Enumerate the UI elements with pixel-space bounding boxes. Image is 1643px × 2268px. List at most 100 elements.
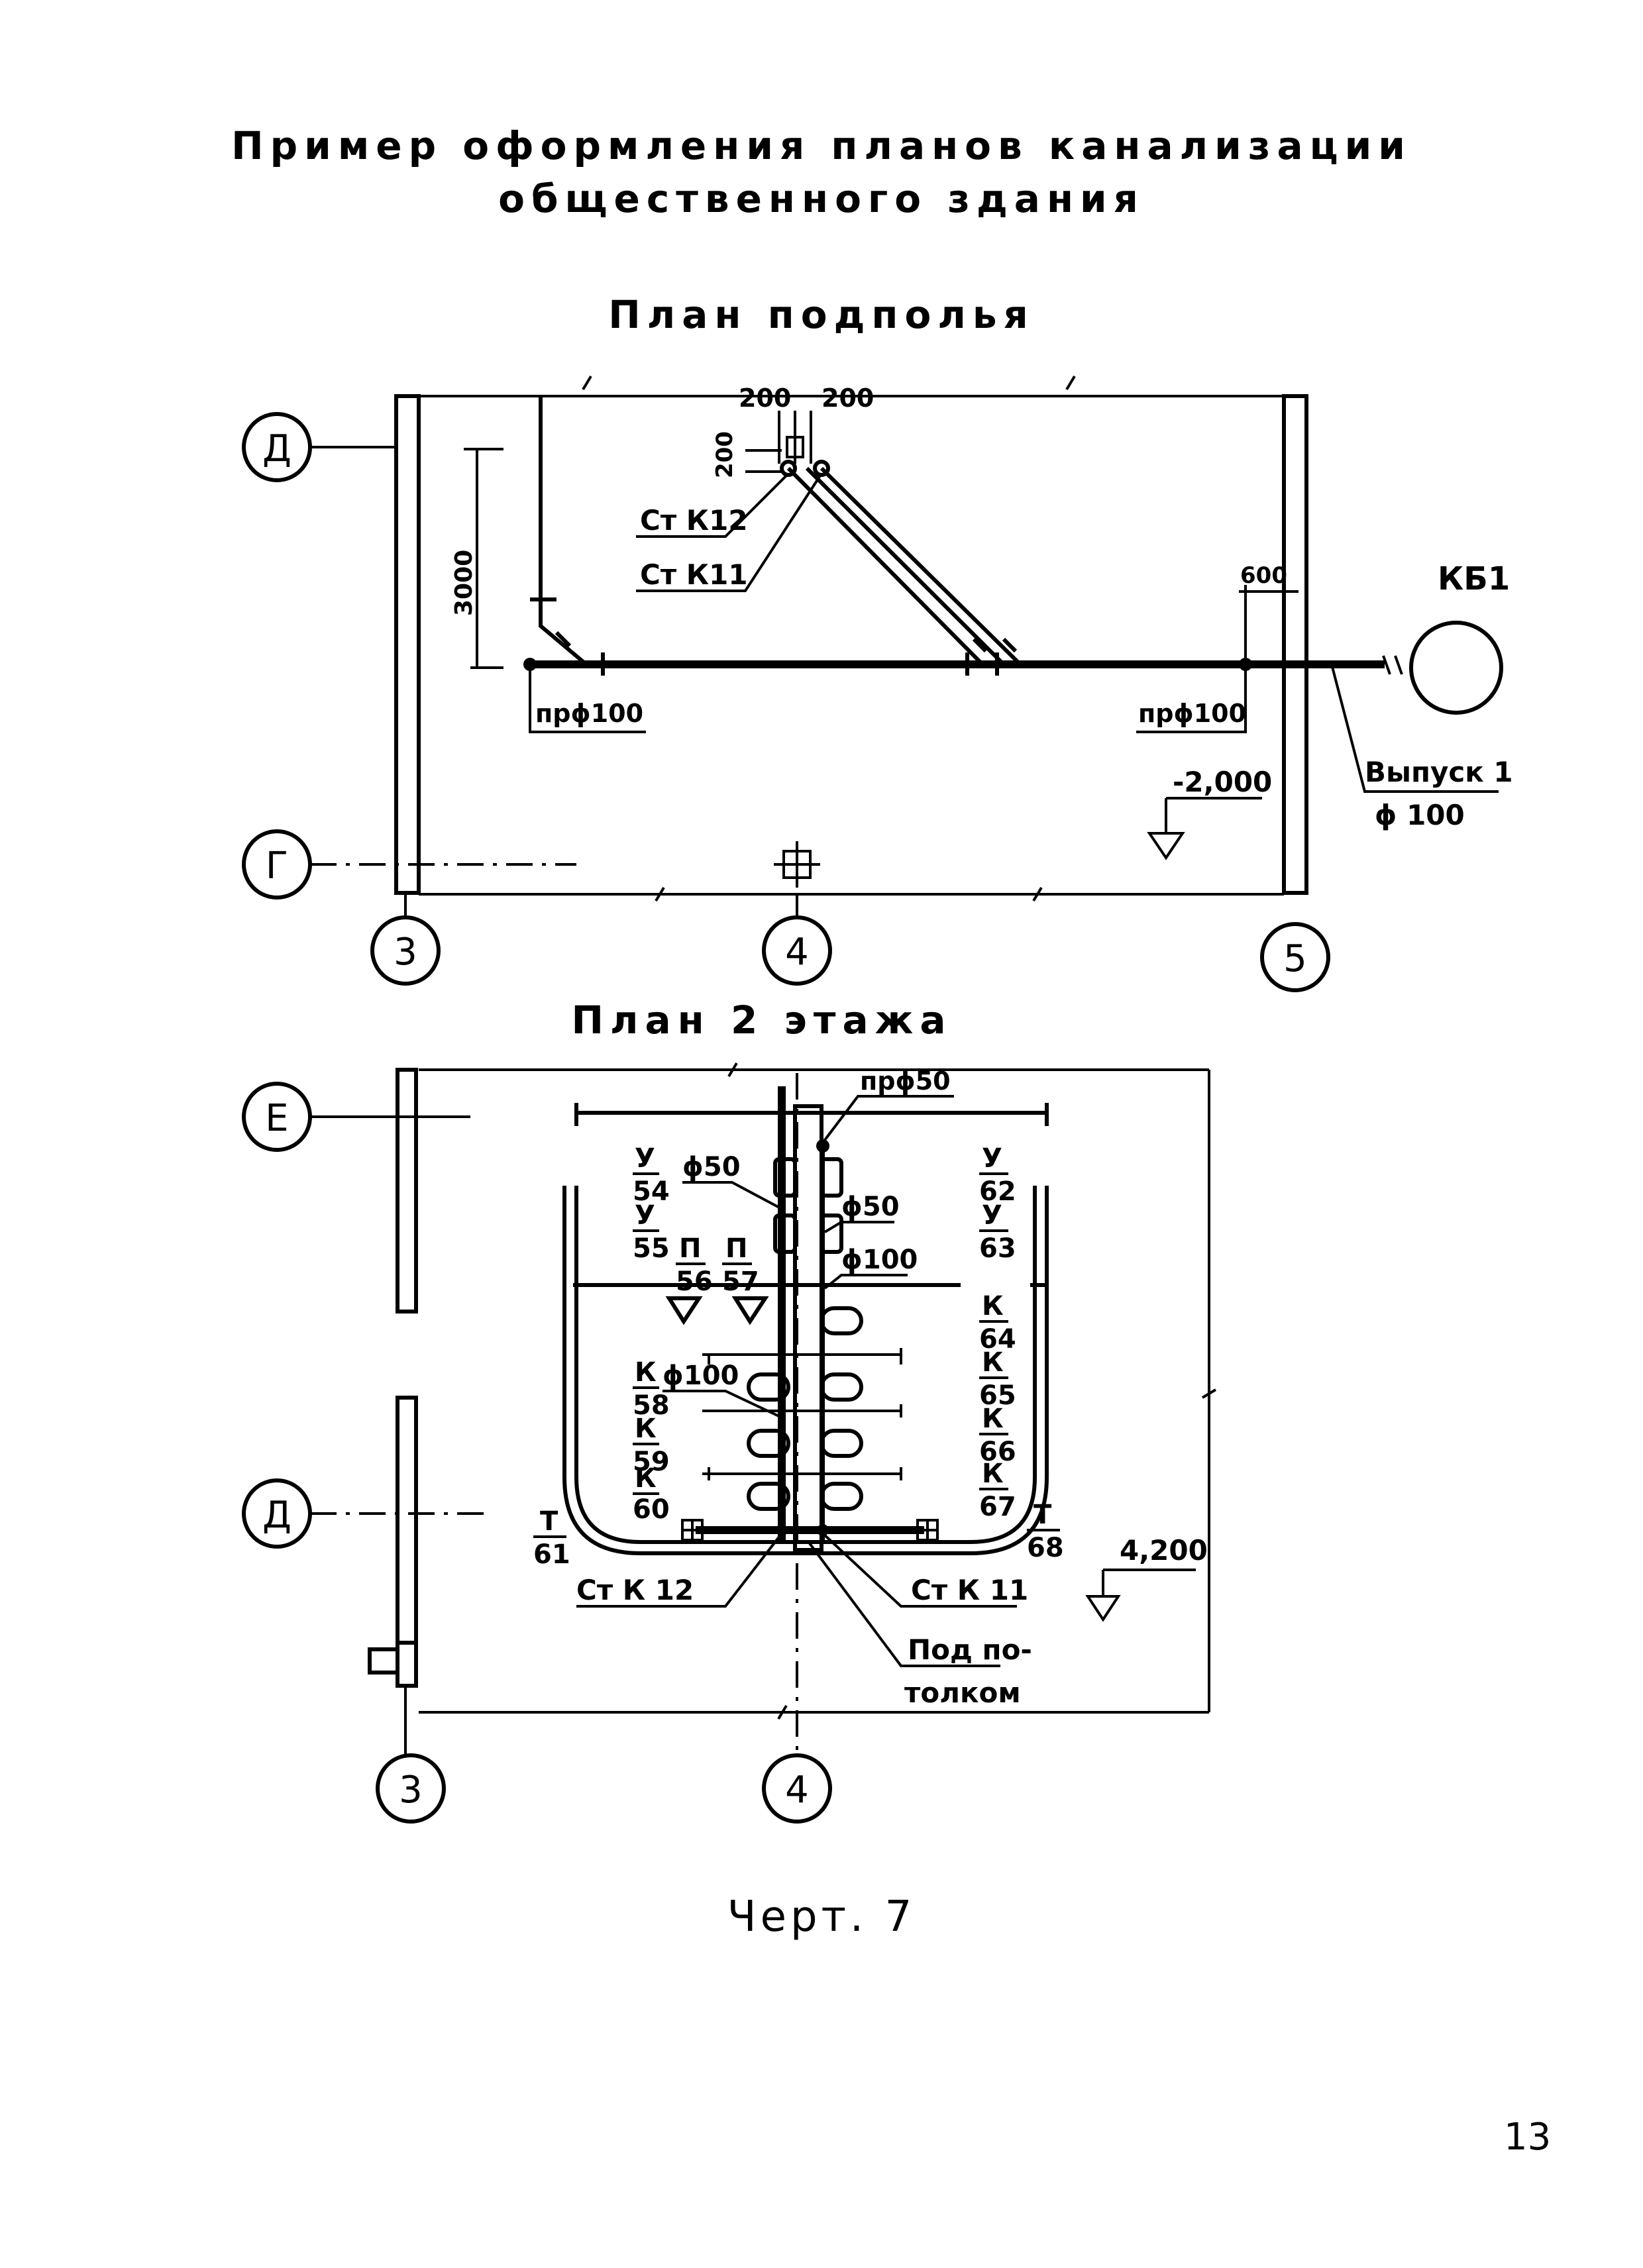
axis-bubble-e — [242, 1082, 312, 1152]
level-floor2: 4,200 — [1120, 1534, 1208, 1567]
fixture-56-num: 56 — [676, 1266, 713, 1297]
frame-right — [1201, 1070, 1217, 1712]
pipe-diagonal-1 — [786, 466, 984, 666]
dim-200-left: 200 — [739, 384, 791, 413]
axis-label-3-f2: 3 — [399, 1769, 423, 1812]
level-basement: -2,000 — [1173, 766, 1272, 798]
branch-lines — [702, 1348, 902, 1480]
washbasin-54 — [773, 1157, 797, 1198]
axis-label-d: Д — [262, 427, 292, 470]
diam-100-b: ϕ100 — [662, 1361, 739, 1391]
title-line-1: Пример оформления планов канализации — [231, 123, 1412, 168]
outlet-name: Выпуск 1 — [1365, 756, 1513, 788]
cleanout-right-label: прϕ100 — [1138, 699, 1246, 728]
cleanout-top-leader — [822, 1095, 954, 1144]
fixture-62-top: У — [982, 1143, 1002, 1174]
fixture-64-num: 64 — [979, 1324, 1016, 1355]
fixture-54-num: 54 — [633, 1176, 670, 1207]
fixture-67-num: 67 — [979, 1492, 1016, 1522]
dim-3000-text: 3000 — [450, 550, 478, 616]
toilet-67 — [820, 1482, 863, 1511]
axis-label-5: 5 — [1283, 937, 1307, 980]
fixture-60-num: 60 — [633, 1494, 670, 1525]
pipe-left-vertical — [539, 397, 588, 666]
level-mark-floor2 — [1085, 1569, 1196, 1622]
fixture-59-num: 59 — [633, 1447, 670, 1477]
diam-100-a: ϕ100 — [841, 1245, 918, 1275]
wall-axis-3-lower — [368, 1396, 418, 1688]
frame-top — [419, 1062, 1209, 1078]
diam-50-b-leader — [823, 1221, 894, 1233]
axis-bubble-d2 — [242, 1478, 312, 1549]
fixture-66-top: К — [982, 1404, 1004, 1434]
fixture-61-num: 61 — [533, 1539, 570, 1570]
wall-axis-3-upper — [396, 1068, 418, 1314]
dim-600-text: 600 — [1240, 562, 1287, 589]
dim-200-vertical-line — [745, 449, 782, 473]
floor-drain-61-cross — [682, 1520, 702, 1540]
axis-bubble-4-f2 — [762, 1753, 832, 1824]
outline-bottom — [419, 886, 1284, 902]
cleanout-top-label: прϕ50 — [860, 1066, 951, 1096]
fixture-58-top: К — [635, 1357, 657, 1388]
fixture-63-num: 63 — [979, 1233, 1016, 1264]
title-line-2: общественного здания — [498, 176, 1145, 221]
dim-200-vertical: 200 — [712, 431, 738, 478]
wall-axis-3 — [394, 394, 421, 895]
urinal-57 — [731, 1296, 769, 1325]
floor-drain-68-cross — [918, 1520, 937, 1540]
fixture-59-top: К — [635, 1414, 657, 1444]
diam-100-a-leader — [823, 1274, 908, 1290]
diam-50-b: ϕ50 — [841, 1192, 900, 1222]
riser-k12-f2 — [776, 1524, 788, 1536]
cleanout-right-leader — [1136, 664, 1247, 733]
pipe-break — [1382, 655, 1403, 675]
axis-label-e: Е — [265, 1097, 288, 1140]
riser-k11-label: Ст К11 — [640, 558, 748, 591]
riser-k11-f2-label: Ст К 11 — [911, 1574, 1028, 1606]
toilet-58 — [747, 1372, 790, 1402]
fixture-57-top: П — [725, 1233, 747, 1264]
fixture-labels-left: У 54 У 55 П 56 П 57 К 58 К 59 К 60 Т 61 — [533, 1143, 759, 1570]
u-partition-inner — [574, 1186, 1037, 1544]
under-ceiling-line-2: толком — [904, 1676, 1021, 1709]
diam-50-a-leader — [682, 1181, 782, 1210]
cleanout-left-leader — [529, 664, 646, 733]
floor2-heading: План 2 этажа — [572, 998, 953, 1043]
fixture-68-num: 68 — [1027, 1533, 1064, 1563]
page-number: 13 — [1504, 2116, 1551, 2159]
washbasin-63 — [820, 1213, 843, 1254]
toilet-64 — [820, 1306, 863, 1335]
cleanout-left-label: прϕ100 — [535, 699, 643, 728]
axis-bubble-d — [242, 412, 312, 482]
dim-3000-line — [464, 448, 504, 669]
fixture-66-num: 66 — [979, 1437, 1016, 1467]
axis-label-g: Г — [266, 845, 288, 888]
fixture-56-top: П — [679, 1233, 701, 1264]
basement-heading: План подполья — [608, 292, 1035, 337]
level-mark-basement — [1147, 797, 1262, 860]
well-kb1-label: КБ1 — [1438, 560, 1510, 597]
dim-600-line — [1239, 585, 1298, 664]
pipe-diagonal-2 — [805, 466, 1022, 666]
riser-locator — [778, 411, 812, 464]
axis-bubble-3-f2 — [376, 1753, 446, 1824]
fixture-67-top: К — [982, 1459, 1004, 1489]
u-partition-outer — [562, 1186, 1049, 1555]
riser-k12-label: Ст К12 — [640, 504, 748, 537]
fixture-68-top: Т — [1034, 1500, 1052, 1530]
outline-top — [419, 375, 1284, 397]
axis-bubble-g — [242, 829, 312, 900]
riser-k12-leader — [636, 472, 790, 538]
outlet-diam: ϕ 100 — [1375, 799, 1465, 831]
fixture-58-num: 58 — [633, 1390, 670, 1421]
drawing-caption: Черт. 7 — [727, 1892, 916, 1941]
cleanout-top-dot — [816, 1139, 829, 1153]
fixture-64-top: К — [982, 1291, 1004, 1321]
toilet-66 — [820, 1429, 863, 1458]
dim-200-right: 200 — [822, 384, 874, 413]
fixture-63-top: У — [982, 1200, 1002, 1231]
toilet-65 — [820, 1372, 863, 1402]
fixture-55-top: У — [635, 1200, 655, 1231]
